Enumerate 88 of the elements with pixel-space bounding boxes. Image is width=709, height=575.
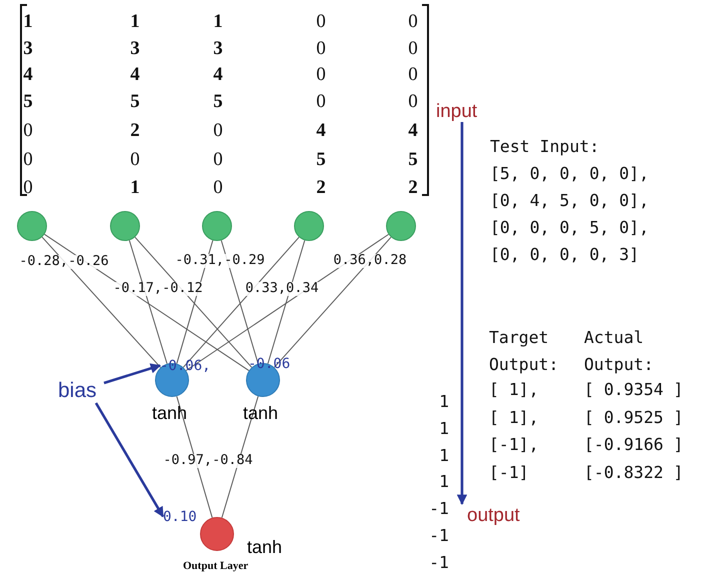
- matrix-value: 0: [23, 121, 33, 140]
- actual-output-value: [-0.8322 ]: [584, 464, 684, 481]
- target-value: 1: [439, 448, 449, 464]
- node-label: 0.10: [163, 508, 201, 525]
- matrix-value: 3: [23, 39, 33, 58]
- matrix-value: 3: [213, 39, 223, 58]
- weight-label: 0.33,0.34: [245, 282, 319, 296]
- matrix-value: 3: [130, 39, 140, 58]
- neuron-circle: [110, 211, 140, 241]
- matrix-value: 1: [23, 12, 33, 31]
- matrix-value: 0: [316, 39, 326, 58]
- neuron-circle: [294, 211, 324, 241]
- matrix-value: 4: [23, 65, 33, 84]
- actual-output-value: [-0.9166 ]: [584, 437, 684, 454]
- matrix-value: 5: [130, 92, 140, 111]
- matrix-value: 1: [213, 12, 223, 31]
- matrix-value: 0: [316, 65, 326, 84]
- weight-label: -0.17,-0.12: [113, 282, 203, 296]
- neuron-circle: [17, 211, 47, 241]
- weight-label: -0.28,-0.26: [19, 255, 109, 268]
- matrix-value: 0: [23, 178, 33, 197]
- matrix-value: 0: [213, 150, 223, 169]
- connection-line: [42, 236, 162, 368]
- matrix-value: 5: [23, 92, 33, 111]
- target-value: -1: [429, 501, 449, 518]
- weight-label: -0.31,-0.29: [175, 254, 265, 268]
- matrix-value: 0: [213, 121, 223, 140]
- target-output-value: [-1],: [489, 437, 539, 454]
- column-heading: Output:: [489, 357, 559, 374]
- arrow: [94, 402, 164, 518]
- matrix-value: 0: [408, 12, 418, 31]
- matrix-value: 0: [408, 65, 418, 84]
- target-value: 1: [439, 394, 449, 410]
- target-output-value: [ 1],: [489, 410, 539, 426]
- target-value: -1: [429, 528, 449, 544]
- matrix-value: 4: [130, 65, 140, 84]
- target-value: 1: [439, 474, 449, 491]
- matrix-value: 2: [316, 178, 326, 197]
- matrix-value: 0: [213, 178, 223, 197]
- target-output-value: [ 1],: [489, 382, 539, 398]
- connection-line: [221, 396, 259, 518]
- column-heading: Target: [489, 330, 549, 346]
- weight-label: 0.36,0.28: [333, 254, 407, 268]
- target-value: 1: [439, 420, 449, 438]
- matrix-value: 1: [130, 12, 140, 31]
- test-input-line: Test Input:: [490, 139, 600, 156]
- matrix-value: 0: [316, 12, 326, 31]
- matrix-value: 5: [213, 92, 223, 111]
- matrix-value: 4: [316, 121, 326, 140]
- test-input-line: [0, 0, 0, 0, 3]: [490, 247, 640, 264]
- weight-label: -0.97,-0.84: [163, 454, 253, 468]
- matrix-value: 2: [408, 178, 418, 197]
- matrix-value: 4: [408, 121, 418, 140]
- connection-line: [274, 236, 392, 368]
- matrix-value: 4: [213, 65, 223, 84]
- matrix-value: 1: [130, 178, 140, 197]
- connection-line: [182, 236, 300, 368]
- matrix-value: 5: [316, 150, 326, 169]
- test-input-line: [5, 0, 0, 0, 0],: [490, 166, 649, 182]
- matrix-value: 0: [408, 39, 418, 58]
- actual-output-value: [ 0.9525 ]: [584, 410, 684, 426]
- test-input-line: [0, 0, 0, 5, 0],: [490, 220, 649, 236]
- activation-label: tanh: [247, 538, 282, 556]
- connection-line: [128, 240, 168, 364]
- column-heading: Output:: [584, 357, 654, 374]
- actual-output-value: [ 0.9354 ]: [584, 382, 684, 398]
- layer-caption: Output Layer: [183, 561, 248, 572]
- node-label: input: [434, 100, 486, 122]
- column-heading: Actual: [584, 330, 644, 346]
- matrix-value: 0: [130, 150, 140, 169]
- neuron-circle: [386, 211, 416, 241]
- matrix-value: 0: [23, 150, 33, 169]
- neuron-circle: [202, 211, 232, 241]
- connection-line: [267, 240, 306, 364]
- arrow: [456, 122, 468, 506]
- connection-line: [176, 396, 213, 518]
- test-input-line: [0, 4, 5, 0, 0],: [490, 193, 649, 210]
- target-output-value: [-1]: [489, 464, 529, 481]
- matrix-value: 2: [130, 121, 140, 140]
- matrix-value: 0: [316, 92, 326, 111]
- arrow: [104, 363, 161, 384]
- neuron-circle: [200, 517, 234, 551]
- node-label: bias: [58, 377, 104, 403]
- connection-line: [134, 236, 252, 368]
- node-label: output: [455, 504, 519, 526]
- matrix-value: 5: [408, 150, 418, 169]
- target-value: -1: [429, 554, 449, 572]
- matrix-value: 0: [408, 92, 418, 111]
